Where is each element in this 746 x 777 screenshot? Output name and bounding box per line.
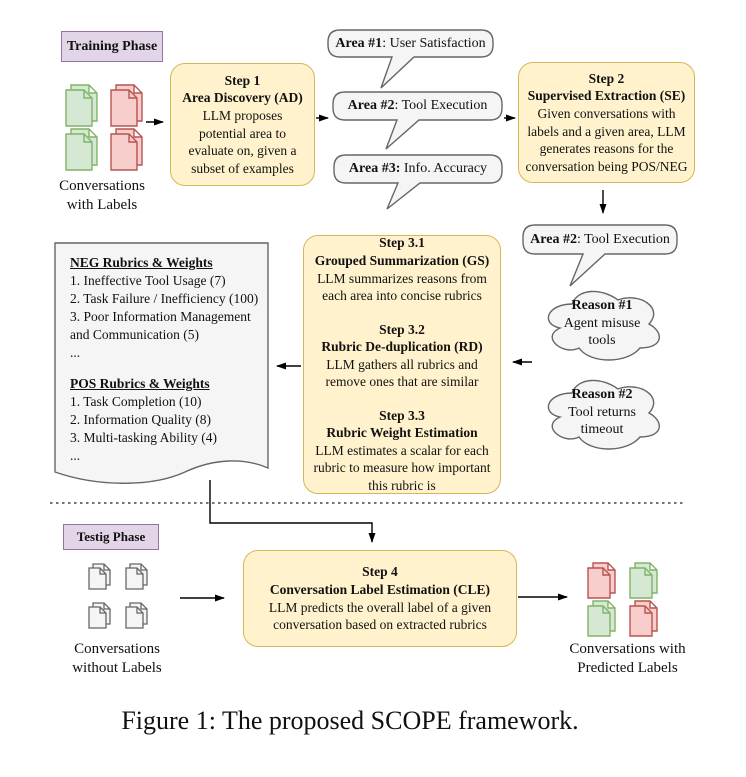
step3-1-title: Step 3.1 Grouped Summarization (GS) — [314, 235, 490, 268]
training-doc-cluster — [65, 84, 143, 171]
step1-title: Step 1 Area Discovery (AD) — [182, 72, 303, 106]
step2-box: Step 2 Supervised Extraction (SE) Given … — [518, 62, 695, 183]
step4-body: LLM predicts the overall label of a give… — [268, 599, 492, 633]
reason2-cloud-text: Reason #2 Tool returns timeout — [540, 386, 664, 439]
reason2-body: Tool returns timeout — [568, 404, 636, 438]
step2-body: Given conversations with labels and a gi… — [525, 105, 688, 174]
step3-box: Step 3.1 Grouped Summarization (GS) LLM … — [303, 235, 501, 494]
area2-selected-prefix: Area #2 — [530, 231, 577, 247]
arrow-rubrics-to-step4 — [209, 480, 376, 543]
area2-bubble-text: Area #2: Tool Execution — [333, 92, 502, 120]
area2-rest: : Tool Execution — [394, 98, 488, 113]
predicted-docs-label: Conversations with Predicted Labels — [569, 641, 686, 676]
cloud-reason2 — [547, 379, 660, 450]
cloud-reason1 — [547, 290, 660, 361]
step4-title: Step 4 Conversation Label Estimation (CL… — [269, 564, 491, 597]
speech-bubble-area2-selected — [522, 224, 678, 287]
area1-prefix: Area #1 — [335, 35, 383, 51]
figure-caption: Figure 1: The proposed SCOPE framework. — [121, 706, 579, 735]
document-icon — [88, 606, 107, 629]
speech-bubble-area3 — [333, 154, 503, 210]
area2-selected-bubble-text: Area #2: Tool Execution — [523, 225, 677, 254]
pos-rubrics-items: 1. Task Completion (10) 2. Information Q… — [70, 393, 217, 463]
testing-doc-cluster — [88, 563, 148, 629]
reason1-title: Reason #1 — [571, 298, 633, 313]
step3-1-body: LLM summarizes reasons from each area in… — [317, 270, 487, 304]
document-icon — [629, 567, 653, 599]
step3-3-title: Step 3.3 Rubric Weight Estimation — [326, 407, 478, 441]
step4-box: Step 4 Conversation Label Estimation (CL… — [243, 550, 517, 647]
area2-selected-rest: : Tool Execution — [576, 231, 670, 247]
reason1-cloud-text: Reason #1 Agent misuse tools — [540, 297, 664, 350]
area3-prefix: Area #3: — [348, 161, 401, 176]
neg-rubrics-items: 1. Ineffective Tool Usage (7) 2. Task Fa… — [70, 272, 259, 360]
step1-body: LLM proposes potential area to evaluate … — [188, 107, 297, 176]
document-icon — [587, 567, 611, 599]
area1-bubble-text: Area #1: User Satisfaction — [328, 30, 493, 57]
step3-2-title: Step 3.2 Rubric De-duplication (RD) — [321, 321, 483, 355]
testing-phase-label: Testig Phase — [63, 524, 159, 550]
area1-rest: : User Satisfaction — [382, 35, 486, 51]
rubrics-document-shape — [54, 242, 269, 484]
area2-prefix: Area #2 — [347, 98, 395, 113]
reason1-body: Agent misuse tools — [563, 315, 641, 349]
training-docs-label: Conversations with Labels — [59, 178, 145, 213]
document-icon — [125, 606, 144, 629]
step1-box: Step 1 Area Discovery (AD) LLM proposes … — [170, 63, 315, 186]
area-speech-bubbles — [327, 29, 678, 287]
neg-rubrics-title: NEG Rubrics & Weights — [70, 255, 213, 270]
document-icon — [587, 605, 611, 637]
rubrics-text: NEG Rubrics & Weights 1. Ineffective Too… — [70, 254, 262, 464]
training-phase-label: Training Phase — [61, 31, 163, 62]
speech-bubble-area1 — [327, 29, 494, 89]
document-icon — [629, 605, 653, 637]
document-icon — [88, 567, 107, 590]
step3-3-body: LLM estimates a scalar for each rubric t… — [313, 442, 491, 494]
document-icon — [125, 567, 144, 590]
area3-bubble-text: Area #3: Info. Accuracy — [334, 155, 502, 183]
reason2-title: Reason #2 — [571, 387, 633, 402]
area3-rest: Info. Accuracy — [400, 161, 488, 176]
reason-clouds — [547, 290, 660, 450]
step2-title: Step 2 Supervised Extraction (SE) — [527, 70, 686, 104]
testing-docs-label: Conversations without Labels — [72, 641, 162, 676]
step3-2-body: LLM gathers all rubrics and remove ones … — [325, 356, 479, 390]
speech-bubble-area2 — [332, 91, 503, 150]
pos-rubrics-title: POS Rubrics & Weights — [70, 375, 210, 391]
predicted-doc-cluster — [587, 562, 658, 637]
flow-arrows — [146, 114, 607, 602]
